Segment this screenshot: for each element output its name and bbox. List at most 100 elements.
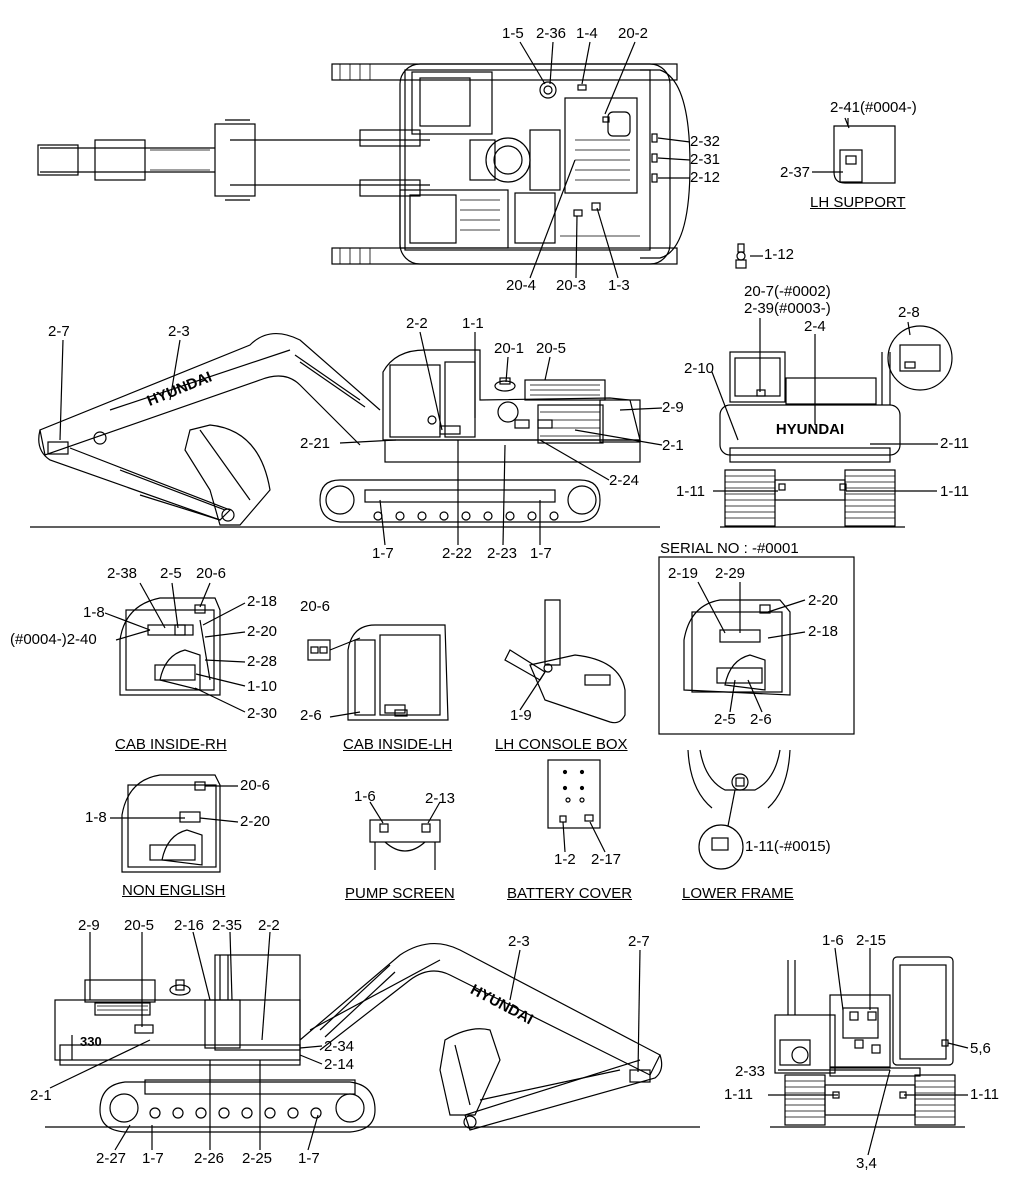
callout-2-26: 2-26 (194, 1150, 225, 1167)
callout-2-1-upper: 2-1 (662, 437, 684, 454)
callout-20-1: 20-1 (494, 340, 525, 357)
side-view-lh-excavator (38, 333, 641, 526)
callout-2-23: 2-23 (487, 545, 518, 562)
callout-1-1: 1-1 (462, 315, 484, 332)
callout-1-3: 1-3 (608, 277, 630, 294)
lh-console-box-drawing (504, 599, 626, 724)
decal-1-12-drawing (735, 243, 747, 269)
callout-2-38: 2-38 (107, 565, 138, 582)
callout-2-40: (#0004-)2-40 (10, 631, 97, 648)
callout-2-5-serial: 2-5 (714, 711, 736, 728)
callout-2-20-serial: 2-20 (808, 592, 839, 609)
callout-20-2: 20-2 (618, 25, 649, 42)
lower-frame-drawing (687, 749, 791, 870)
callout-2-9-upper: 2-9 (662, 399, 684, 416)
callout-1-6-front: 1-6 (822, 932, 844, 949)
callout-20-7: 20-7(-#0002) (744, 283, 831, 300)
callout-2-27: 2-27 (96, 1150, 127, 1167)
callout-2-6-lh: 2-6 (300, 707, 322, 724)
callout-2-1-lower: 2-1 (30, 1087, 52, 1104)
callout-2-7-upper: 2-7 (48, 323, 70, 340)
side-view-rh-excavator: 330 (54, 942, 663, 1133)
callout-2-6-serial: 2-6 (750, 711, 772, 728)
section-cab-inside-lh: CAB INSIDE-LH (343, 736, 453, 753)
callout-1-8-ne: 1-8 (85, 809, 107, 826)
callout-3-4: 3,4 (856, 1155, 877, 1172)
callout-20-3: 20-3 (556, 277, 587, 294)
callout-2-33: 2-33 (735, 1063, 766, 1080)
callout-2-12: 2-12 (690, 169, 721, 186)
callout-1-10: 1-10 (247, 678, 278, 695)
callout-2-37: 2-37 (780, 164, 811, 181)
callout-2-24: 2-24 (609, 472, 640, 489)
callout-1-7-b: 1-7 (530, 545, 552, 562)
section-cab-inside-rh: CAB INSIDE-RH (115, 736, 227, 753)
callout-20-5-upper: 20-5 (536, 340, 567, 357)
front-view-excavator (774, 956, 956, 1126)
callout-20-5-lower: 20-5 (124, 917, 155, 934)
callout-2-3-upper: 2-3 (168, 323, 190, 340)
callout-2-21: 2-21 (300, 435, 331, 452)
callout-20-4: 20-4 (506, 277, 537, 294)
callout-2-20-ne: 2-20 (240, 813, 271, 830)
callout-2-36: 2-36 (536, 25, 567, 42)
callout-2-7-lower: 2-7 (628, 933, 650, 950)
callout-2-4: 2-4 (804, 318, 826, 335)
callout-2-18-serial: 2-18 (808, 623, 839, 640)
callout-2-8: 2-8 (898, 304, 920, 321)
callout-1-11-rear-right: 1-11 (940, 483, 969, 500)
callout-2-17: 2-17 (591, 851, 622, 868)
callout-1-2: 1-2 (554, 851, 576, 868)
callout-2-5-rh: 2-5 (160, 565, 182, 582)
callout-2-35: 2-35 (212, 917, 243, 934)
callout-1-5: 1-5 (502, 25, 524, 42)
callout-2-14: 2-14 (324, 1056, 355, 1073)
serial-no-box (658, 556, 855, 735)
callout-1-11-front-left: 1-11 (724, 1086, 753, 1103)
callout-2-2-lower: 2-2 (258, 917, 280, 934)
callout-2-13: 2-13 (425, 790, 456, 807)
callout-1-8-rh: 1-8 (83, 604, 105, 621)
serial-cab-drawing (683, 599, 791, 696)
callout-2-32: 2-32 (690, 133, 721, 150)
section-pump-screen: PUMP SCREEN (345, 885, 455, 902)
section-non-english: NON ENGLISH (122, 882, 226, 899)
callout-1-7-c: 1-7 (142, 1150, 164, 1167)
rear-view-excavator: HYUNDAI (719, 325, 953, 527)
cab-inside-rh-drawing (119, 597, 221, 696)
rh-model-text: 330 (80, 1034, 102, 1049)
callout-2-39: 2-39(#0003-) (744, 300, 831, 317)
callout-2-30: 2-30 (247, 705, 278, 722)
callout-1-4: 1-4 (576, 25, 598, 42)
callout-20-6-rh: 20-6 (196, 565, 227, 582)
section-lh-support: LH SUPPORT (810, 194, 906, 211)
section-battery-cover: BATTERY COVER (507, 885, 633, 902)
callout-2-15: 2-15 (856, 932, 887, 949)
serial-no-title: SERIAL NO : -#0001 (660, 540, 799, 557)
callout-1-9: 1-9 (510, 707, 532, 724)
callout-2-3-lower: 2-3 (508, 933, 530, 950)
callout-2-29: 2-29 (715, 565, 746, 582)
callout-1-7-d: 1-7 (298, 1150, 320, 1167)
callout-2-10: 2-10 (684, 360, 715, 377)
callout-2-25: 2-25 (242, 1150, 273, 1167)
callout-2-22: 2-22 (442, 545, 473, 562)
callout-5-6: 5,6 (970, 1040, 991, 1057)
section-lower-frame: LOWER FRAME (682, 885, 794, 902)
callout-2-16: 2-16 (174, 917, 205, 934)
non-english-cab-drawing (121, 774, 221, 873)
rear-brand-text: HYUNDAI (776, 421, 844, 438)
callout-1-11-lower-frame: 1-11(-#0015) (745, 838, 831, 855)
callout-20-6-ne: 20-6 (240, 777, 271, 794)
callout-1-11-rear-left: 1-11 (676, 483, 705, 500)
callout-1-12: 1-12 (764, 246, 795, 263)
callout-1-6-pump: 1-6 (354, 788, 376, 805)
callout-2-41: 2-41(#0004-) (830, 99, 917, 116)
lh-support-drawing (833, 118, 896, 184)
callout-2-34: 2-34 (324, 1038, 355, 1055)
pump-screen-drawing (369, 819, 441, 870)
callout-1-11-front-right: 1-11 (970, 1086, 999, 1103)
battery-cover-drawing (547, 759, 601, 829)
callout-2-9-lower: 2-9 (78, 917, 100, 934)
